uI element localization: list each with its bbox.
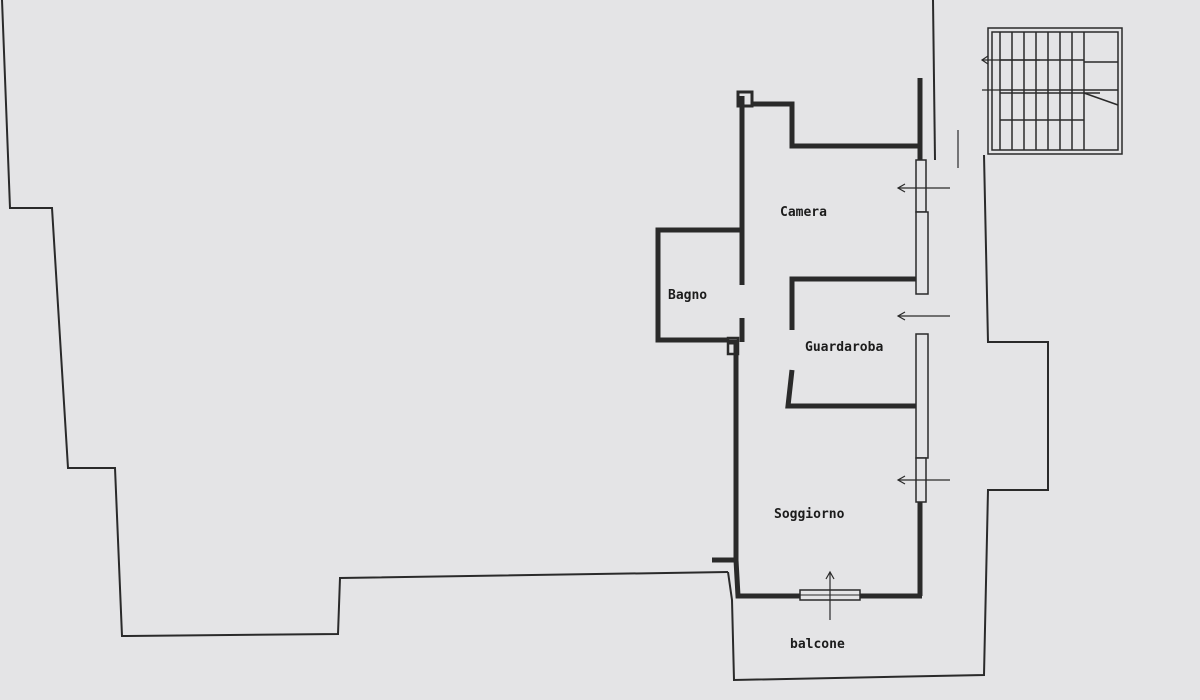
- apartment-walls: [655, 78, 923, 599]
- room-label-bagno: Bagno: [668, 288, 707, 303]
- room-label-camera: Camera: [780, 205, 827, 220]
- wall-pillar: [736, 90, 754, 108]
- room-label-balcone: balcone: [790, 637, 845, 652]
- room-label-soggiorno: Soggiorno: [774, 507, 845, 522]
- arrow-icon: [825, 130, 959, 620]
- room-label-guardaroba: Guardaroba: [805, 340, 883, 355]
- building-outline-right: [727, 154, 1049, 682]
- staircase-icon: [980, 27, 1123, 155]
- windows: [799, 159, 929, 601]
- building-outline-left: [1, 0, 729, 638]
- wall-pillar: [726, 336, 740, 356]
- building-outline-top-right: [932, 0, 936, 161]
